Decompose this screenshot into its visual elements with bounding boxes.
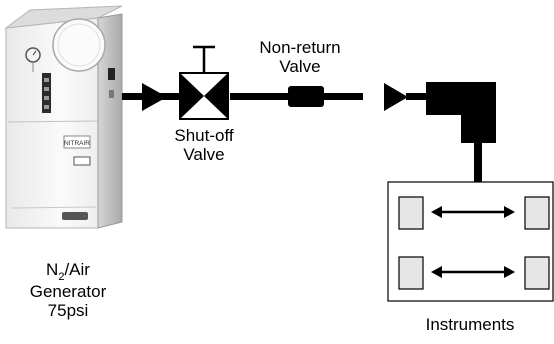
flow-arrow-icon (384, 83, 408, 111)
nonreturn-valve-label: Non-return Valve (259, 38, 341, 76)
shutoff-valve (179, 45, 229, 120)
flow-arrow-icon (142, 83, 167, 111)
pipe-segment (230, 93, 288, 100)
instruments-label: Instruments (425, 315, 515, 334)
generator-dial (52, 18, 106, 72)
generator-port (108, 68, 115, 80)
supply-line (122, 83, 428, 111)
generator-label-line1: N2/Air (46, 260, 90, 283)
instrument-box (398, 196, 424, 230)
arrow-right-icon (504, 206, 515, 218)
instrument-box (524, 256, 550, 290)
generator-label-line3: 75psi (47, 301, 89, 320)
generator-badge (63, 135, 91, 149)
instruments-panel (387, 181, 554, 302)
valve-triangle-icon (204, 74, 227, 118)
arrow-right-icon (504, 266, 515, 278)
generator-base-plate (62, 212, 88, 220)
elbow-fitting (426, 82, 496, 143)
instrument-box (398, 256, 424, 290)
generator-badge-text: NITRAIR (64, 140, 90, 147)
generator-unit: NITRAIR (4, 5, 123, 229)
shutoff-valve-label: Shut-off Valve (174, 126, 234, 164)
generator-label-line2: Generator (29, 282, 107, 301)
pipe-segment (406, 93, 428, 100)
generator-label: N2/Air Generator 75psi (18, 260, 118, 320)
nonreturn-valve (288, 86, 324, 107)
arrow-left-icon (431, 266, 442, 278)
arrow-left-icon (431, 206, 442, 218)
instrument-box (524, 196, 550, 230)
generator-display-panel (42, 73, 51, 113)
pipe-segment (323, 93, 363, 100)
valve-triangle-icon (181, 74, 204, 118)
